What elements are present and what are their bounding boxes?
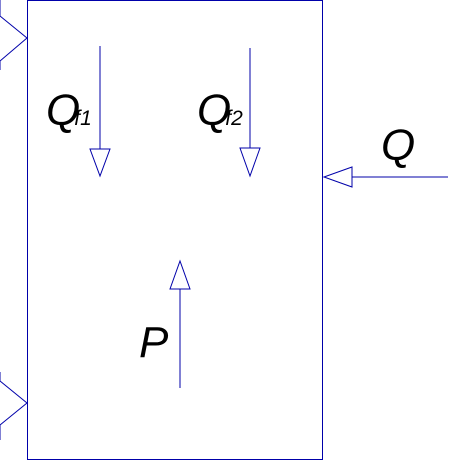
- qf2-arrow: [239, 48, 261, 178]
- qf2-label-main: Q: [197, 86, 231, 135]
- p-arrow: [169, 259, 191, 388]
- q-arrow: [322, 166, 448, 188]
- top-support-symbol: [0, 0, 28, 70]
- qf2-label: Qf2: [197, 86, 243, 135]
- p-label: P: [139, 318, 169, 367]
- qf2-label-sub: f2: [225, 107, 243, 130]
- qf1-label: Qf1: [46, 86, 92, 135]
- block-body: [27, 0, 323, 460]
- qf1-arrow: [89, 46, 111, 178]
- qf1-label-main: Q: [46, 86, 80, 135]
- qf1-label-sub: f1: [74, 107, 92, 130]
- q-label: Q: [381, 121, 415, 170]
- bottom-support-symbol: [0, 372, 28, 440]
